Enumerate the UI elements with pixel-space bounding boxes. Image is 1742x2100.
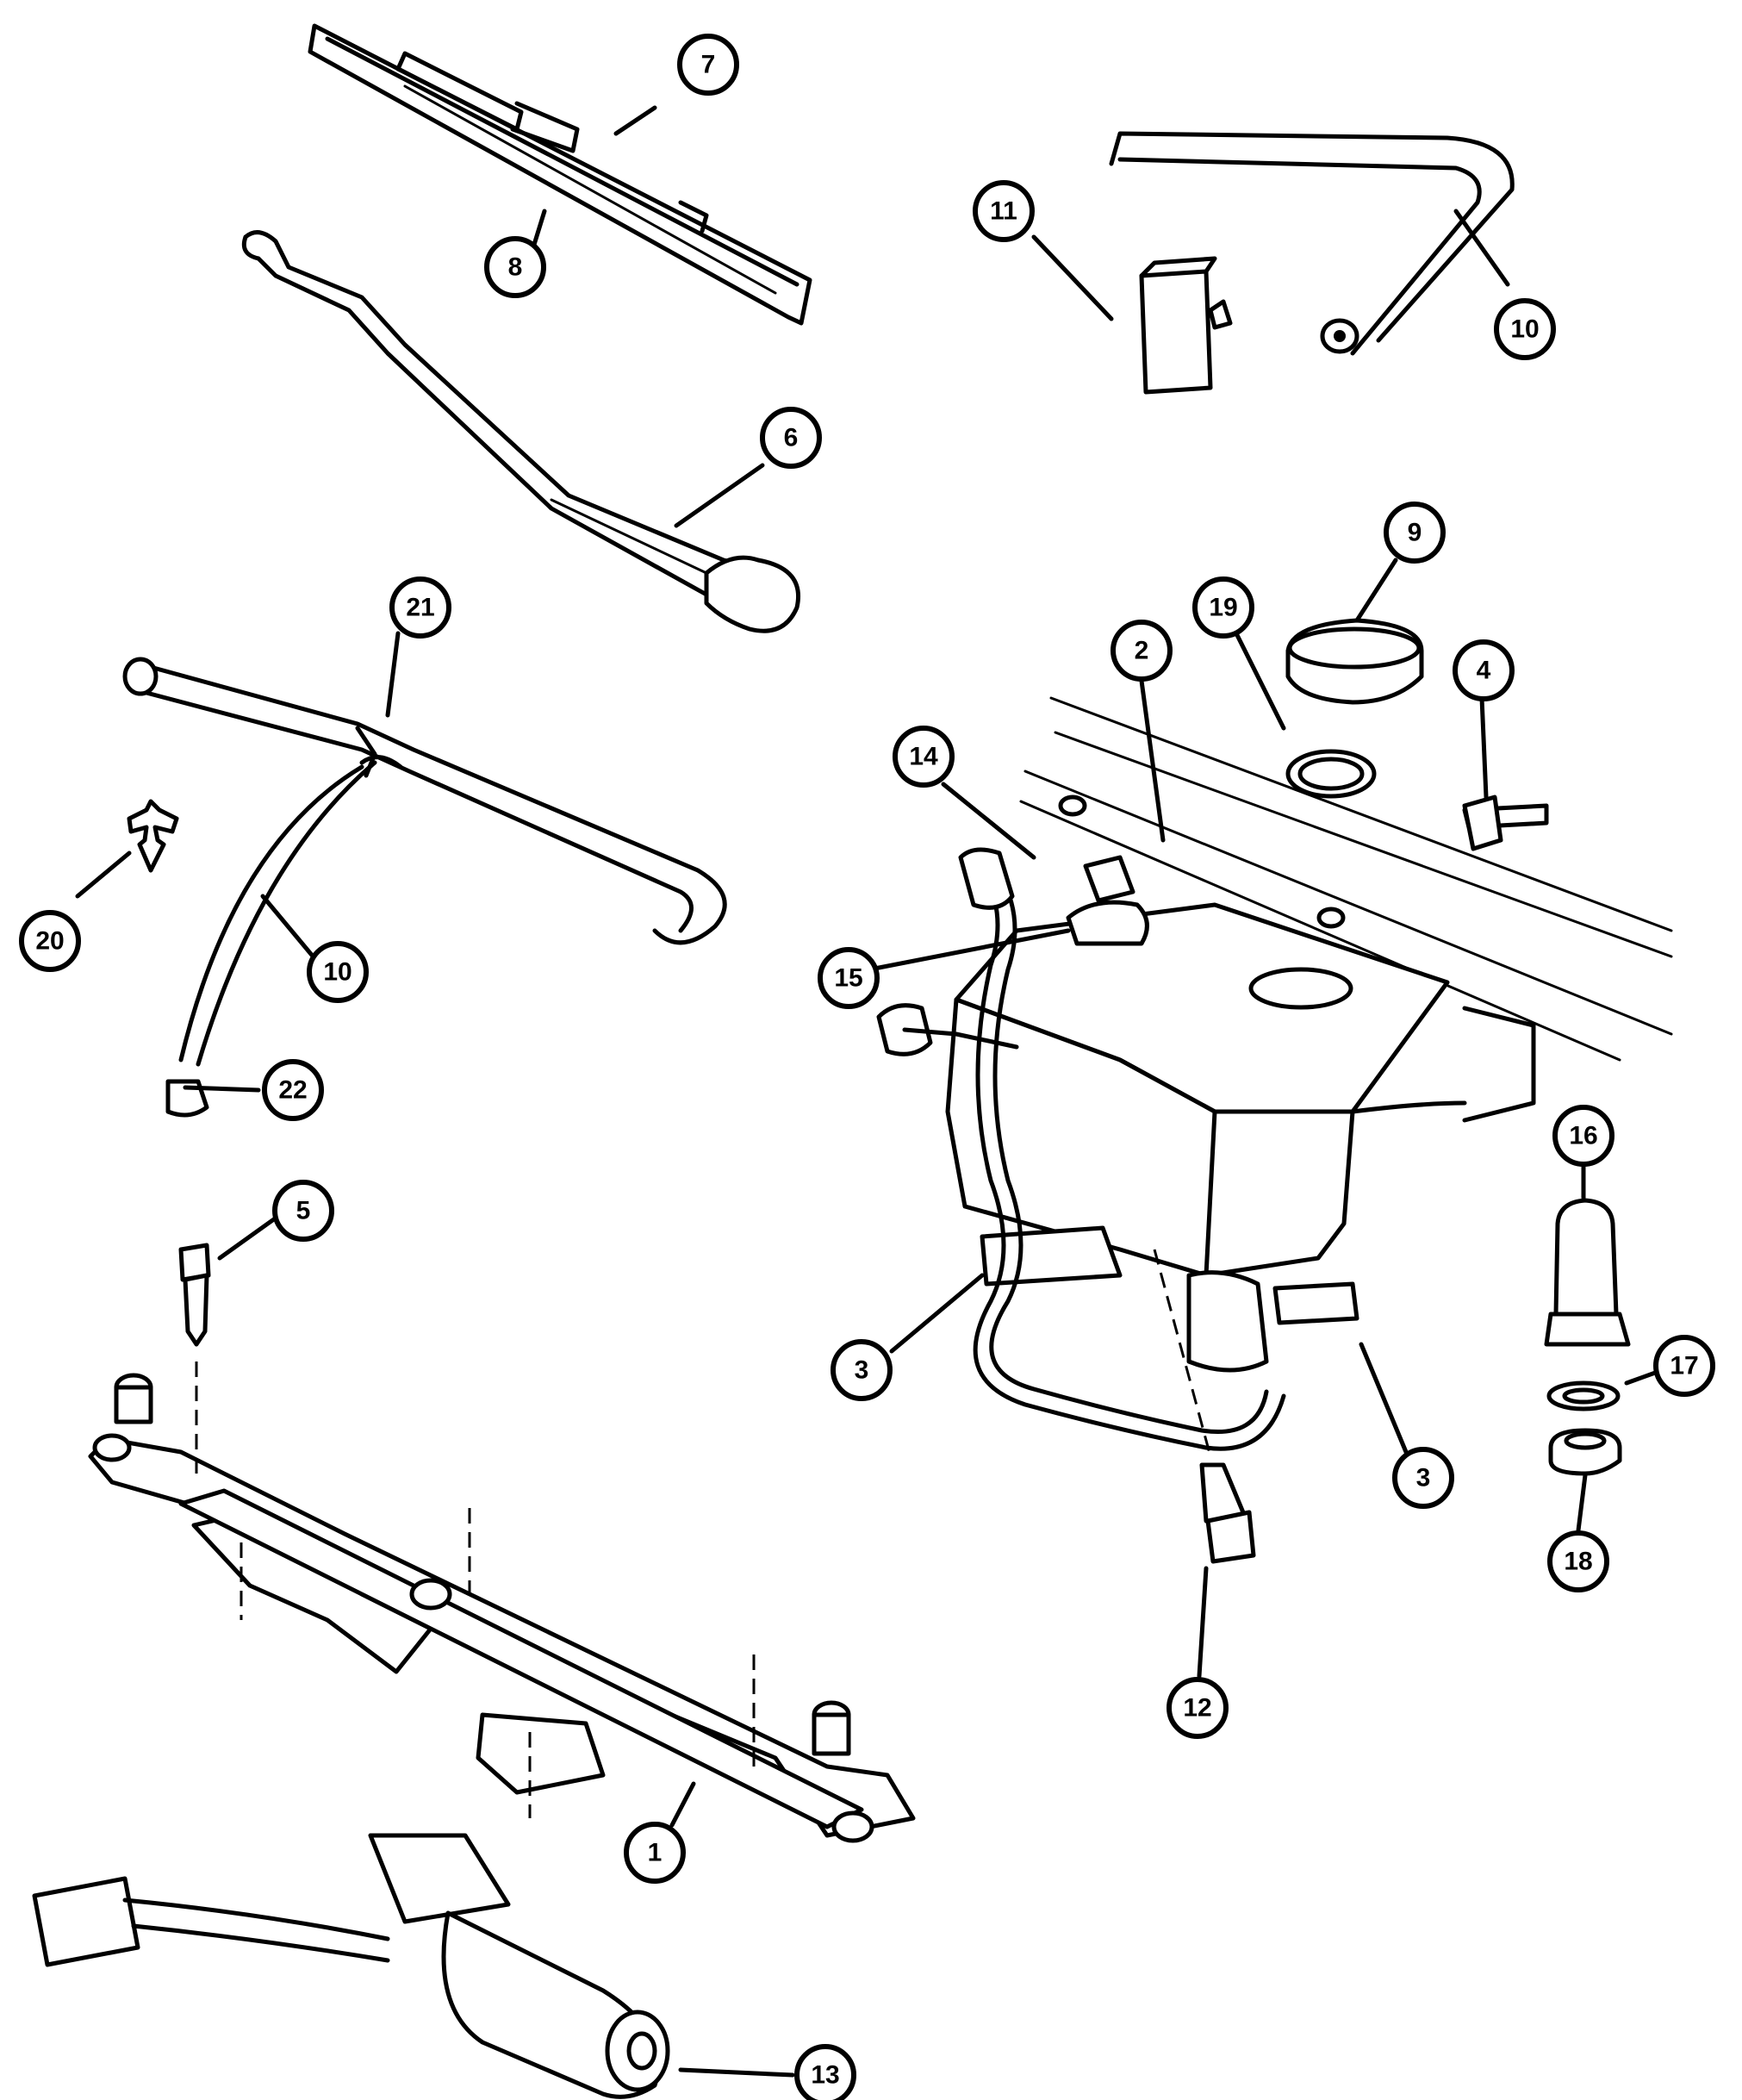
callout-7-label: 7 (701, 51, 716, 79)
callout-17-label: 17 (1670, 1352, 1698, 1380)
washer-hose-upper (1109, 131, 1515, 356)
callout-10b: 10 (307, 941, 369, 1003)
callout-22: 22 (262, 1059, 324, 1121)
callout-3a-label: 3 (855, 1356, 869, 1385)
callout-10a-label: 10 (1510, 315, 1539, 344)
push-clip (127, 799, 179, 873)
callout-11: 11 (973, 180, 1035, 242)
washer-connector (1139, 256, 1233, 395)
callout-4-label: 4 (1477, 657, 1491, 685)
callout-13-label: 13 (811, 2061, 839, 2090)
callout-8-label: 8 (508, 253, 523, 282)
linkage-bolt (178, 1243, 211, 1347)
callout-5-label: 5 (296, 1197, 311, 1225)
callout-16: 16 (1552, 1105, 1614, 1167)
callout-21-label: 21 (406, 594, 434, 622)
callout-16-label: 16 (1569, 1122, 1597, 1150)
callout-22-label: 22 (278, 1076, 307, 1105)
wiper-linkage (88, 1362, 916, 1843)
callout-15-label: 15 (834, 964, 862, 993)
callout-6-label: 6 (784, 424, 799, 452)
wiper-arm (241, 230, 800, 633)
reservoir-screw (1153, 1249, 1256, 1564)
callout-11-label: 11 (990, 197, 1017, 226)
nozzle-grommet (1548, 1428, 1622, 1476)
callout-6: 6 (760, 407, 822, 469)
callout-2-label: 2 (1135, 637, 1149, 665)
callout-10b-label: 10 (323, 958, 352, 987)
callout-3b: 3 (1392, 1447, 1454, 1509)
reservoir-cap (1285, 618, 1424, 705)
callout-10a: 10 (1494, 298, 1556, 360)
callout-19: 19 (1192, 576, 1254, 639)
callout-3b-label: 3 (1416, 1464, 1431, 1492)
callout-13: 13 (794, 2044, 856, 2100)
callout-18-label: 18 (1564, 1548, 1592, 1576)
callout-14-label: 14 (909, 743, 938, 771)
washer-nozzle (1544, 1198, 1631, 1347)
callout-9-label: 9 (1408, 519, 1422, 547)
wiper-motor (32, 1833, 670, 2099)
callout-18: 18 (1547, 1530, 1609, 1592)
washer-hose-tee-assembly (122, 657, 727, 1118)
cap-gasket (1285, 749, 1377, 799)
wiper-blade (308, 23, 812, 326)
nozzle-gasket (1546, 1380, 1621, 1411)
callout-5: 5 (272, 1180, 334, 1242)
callout-2: 2 (1111, 620, 1173, 682)
callout-12-label: 12 (1183, 1694, 1211, 1723)
callout-19-label: 19 (1209, 594, 1237, 622)
callout-4: 4 (1453, 639, 1515, 701)
callout-3a: 3 (831, 1339, 893, 1401)
callout-9: 9 (1384, 502, 1446, 564)
callout-15: 15 (818, 947, 880, 1009)
callout-8: 8 (484, 236, 546, 298)
callout-7: 7 (677, 34, 739, 96)
callout-20: 20 (19, 910, 81, 972)
panel-screw (1462, 795, 1549, 851)
callout-21: 21 (389, 576, 451, 639)
callout-20-label: 20 (35, 927, 64, 956)
callout-1: 1 (624, 1822, 686, 1884)
callout-1-label: 1 (648, 1839, 663, 1867)
callout-14: 14 (893, 726, 955, 788)
callout-17: 17 (1653, 1335, 1715, 1397)
callout-12: 12 (1167, 1677, 1229, 1739)
washer-reservoir-assembly (876, 696, 1673, 1451)
